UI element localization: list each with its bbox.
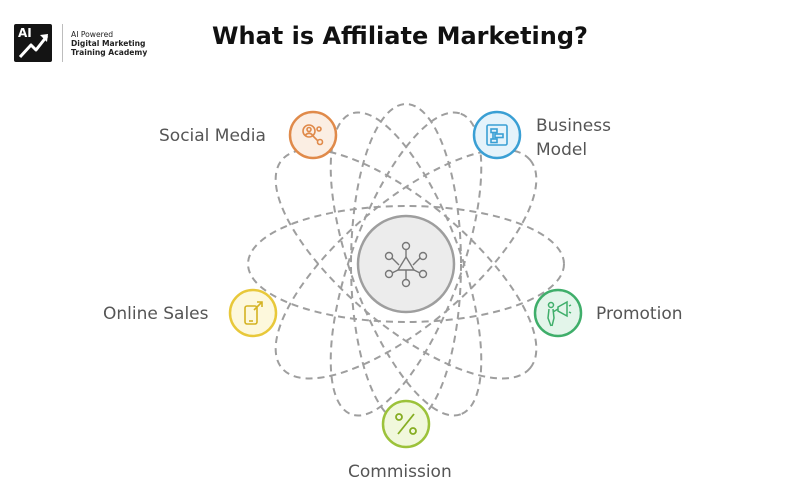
network-hub-icon [384, 241, 428, 288]
label-business-model-line1: Business [536, 116, 611, 136]
label-commission: Commission [348, 462, 452, 482]
logo-line-1: AI Powered [71, 29, 114, 39]
node-commission [381, 399, 431, 449]
orbit-rings [247, 103, 565, 425]
orbit-ring-steep-b [329, 111, 483, 417]
logo-line-3: Training Academy [71, 47, 148, 57]
node-social-media [288, 110, 338, 160]
node-promotion [533, 288, 583, 338]
label-social-media: Social Media [159, 126, 266, 146]
label-business-model-line2: Model [536, 140, 588, 160]
logo-divider [62, 24, 63, 62]
trend-arrow-icon [18, 34, 49, 59]
orbit-ring-vertical [350, 103, 462, 425]
center-hub [356, 214, 456, 314]
promotion-icon [547, 300, 572, 327]
business-model-icon [486, 124, 508, 146]
logo-line-2: Digital Marketing [71, 38, 146, 48]
label-online-sales: Online Sales [103, 304, 209, 324]
commission-icon [395, 413, 417, 435]
orbit-ring-horizontal [247, 205, 565, 323]
social-media-icon [302, 124, 324, 146]
online-sales-icon [244, 301, 263, 325]
logo-mark: AI [14, 24, 52, 62]
label-promotion: Promotion [596, 304, 683, 324]
brand-logo: AI AI Powered Digital Marketing Training… [14, 24, 147, 62]
logo-text: AI Powered Digital Marketing Training Ac… [71, 30, 147, 57]
node-business-model [472, 110, 522, 160]
orbit-ring-steep-a [329, 111, 483, 417]
logo-mark-text: AI [18, 26, 32, 40]
label-business-model: Business Model [536, 114, 611, 162]
node-online-sales [228, 288, 278, 338]
page-title: What is Affiliate Marketing? [212, 22, 588, 50]
